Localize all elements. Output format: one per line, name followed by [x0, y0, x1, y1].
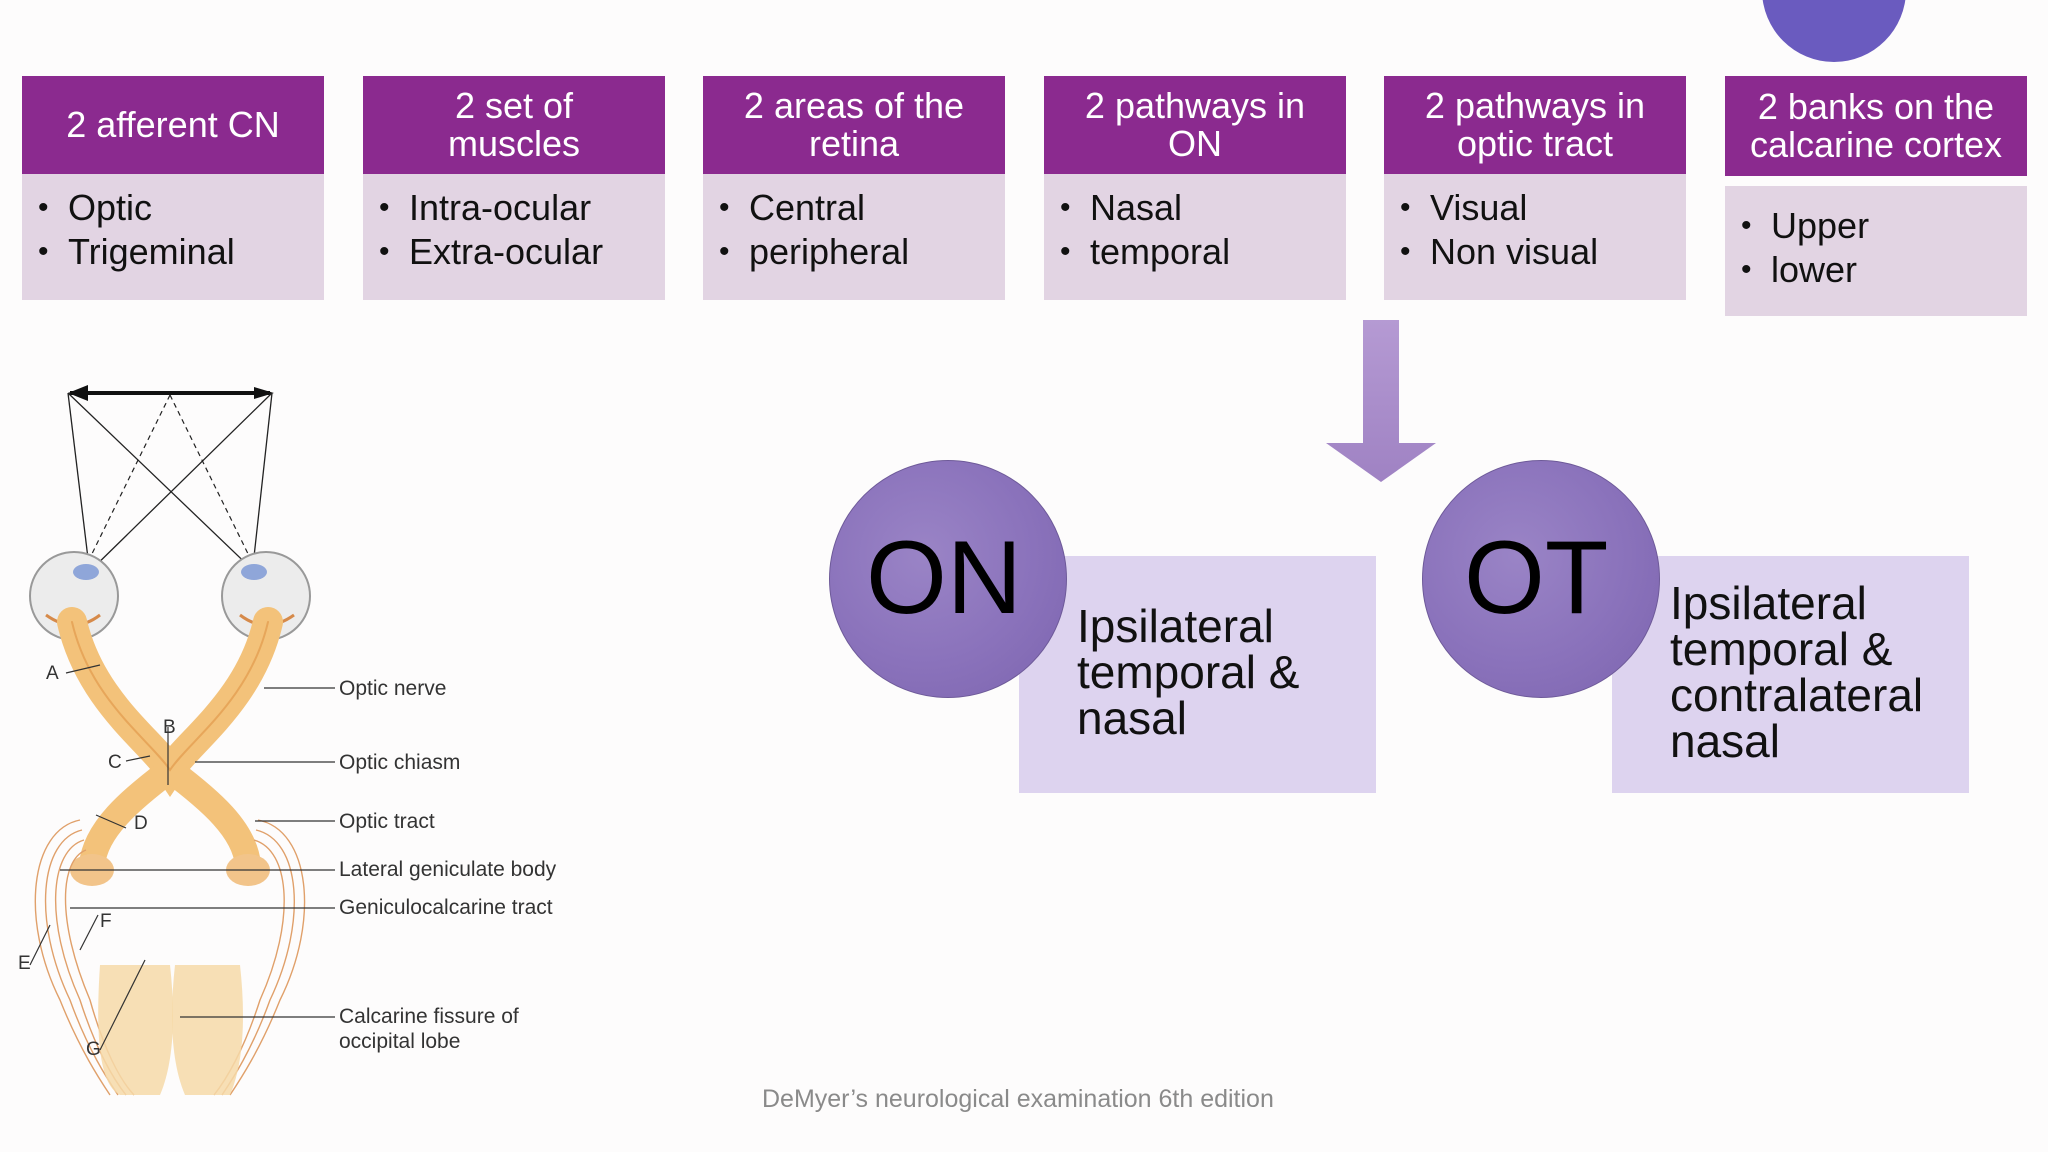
- ot-text-line: Ipsilateral: [1670, 577, 1867, 629]
- card-title-line: 2 areas of the: [743, 85, 965, 126]
- down-arrow-icon: [1326, 320, 1436, 482]
- visual-pathway-diagram: A B C D E F G Optic nerve Optic chiasm O…: [18, 385, 557, 1096]
- list-item: peripheral: [719, 230, 1005, 274]
- diagram-letter: C: [108, 752, 122, 773]
- diagram-letter: E: [18, 953, 31, 974]
- card-header: 2 afferent CN: [22, 76, 324, 174]
- card-title-line: retina: [808, 123, 900, 164]
- citation: DeMyer’s neurological examination 6th ed…: [762, 1085, 1274, 1113]
- on-disc: [829, 460, 1067, 698]
- card-body: Nasal temporal: [1044, 174, 1346, 300]
- card-header: 2 pathways in optic tract: [1384, 76, 1686, 174]
- card-title-line: 2 set of: [454, 85, 574, 126]
- card-title-line: 2 pathways in: [1424, 85, 1646, 126]
- decorative-corner-circle: [1762, 0, 1906, 62]
- diagram-letter: B: [163, 717, 176, 738]
- card-body: Visual Non visual: [1384, 174, 1686, 300]
- ot-disc-label: OT: [1464, 520, 1609, 636]
- list-item: Central: [719, 186, 1005, 230]
- ot-text-line: temporal &: [1670, 623, 1893, 675]
- card-header: 2 banks on the calcarine cortex: [1725, 76, 2027, 176]
- card-title-line: muscles: [447, 123, 581, 164]
- list-item: Intra-ocular: [379, 186, 665, 230]
- card-header: 2 areas of the retina: [703, 76, 1005, 174]
- diagram-letter: G: [86, 1039, 101, 1060]
- card-body: Central peripheral: [703, 174, 1005, 300]
- card-title-line: 2 pathways in: [1084, 85, 1306, 126]
- card-header: 2 set of muscles: [363, 76, 665, 174]
- list-item: Upper: [1741, 204, 2027, 248]
- ot-description-box: Ipsilateral temporal & contralateral nas…: [1612, 556, 1969, 793]
- label-optic-chiasm: Optic chiasm: [339, 751, 460, 774]
- card-body: Optic Trigeminal: [22, 174, 324, 300]
- card-title-line: 2 banks on the: [1757, 86, 1995, 127]
- on-text-line: temporal &: [1077, 646, 1300, 698]
- diagram-letter: A: [46, 663, 59, 684]
- card-title-line: calcarine cortex: [1749, 124, 2003, 165]
- label-optic-tract: Optic tract: [339, 810, 435, 833]
- on-description-box: Ipsilateral temporal & nasal: [1019, 556, 1376, 793]
- list-item: Visual: [1400, 186, 1686, 230]
- list-item: Trigeminal: [38, 230, 324, 274]
- card-body: Upper lower: [1725, 186, 2027, 316]
- list-item: temporal: [1060, 230, 1346, 274]
- card-body: Intra-ocular Extra-ocular: [363, 174, 665, 300]
- list-item: Nasal: [1060, 186, 1346, 230]
- label-geniculocalcarine-tract: Geniculocalcarine tract: [339, 896, 553, 919]
- on-text-line: Ipsilateral: [1077, 600, 1274, 652]
- list-item: lower: [1741, 248, 2027, 292]
- label-lateral-geniculate-body: Lateral geniculate body: [339, 858, 557, 881]
- card-on-pathways: 2 pathways in ON Nasal temporal: [1044, 76, 1346, 300]
- list-item: Non visual: [1400, 230, 1686, 274]
- card-retina-areas: 2 areas of the retina Central peripheral: [703, 76, 1005, 300]
- card-title-line: optic tract: [1456, 123, 1614, 164]
- label-occipital-lobe: occipital lobe: [339, 1030, 460, 1053]
- card-optic-tract-pathways: 2 pathways in optic tract Visual Non vis…: [1384, 76, 1686, 300]
- list-item: Optic: [38, 186, 324, 230]
- ot-disc: [1422, 460, 1660, 698]
- on-text-line: nasal: [1077, 692, 1187, 744]
- ot-text-line: contralateral: [1670, 669, 1924, 721]
- card-afferent-cn: 2 afferent CN Optic Trigeminal: [22, 76, 324, 300]
- ot-text-line: nasal: [1670, 715, 1780, 767]
- card-title-line: ON: [1167, 123, 1222, 164]
- on-disc-label: ON: [866, 520, 1022, 636]
- label-optic-nerve: Optic nerve: [339, 677, 446, 700]
- card-calcarine-banks: 2 banks on the calcarine cortex Upper lo…: [1725, 76, 2027, 316]
- card-muscles: 2 set of muscles Intra-ocular Extra-ocul…: [363, 76, 665, 300]
- list-item: Extra-ocular: [379, 230, 665, 274]
- card-title-line: 2 afferent CN: [66, 104, 280, 145]
- card-header: 2 pathways in ON: [1044, 76, 1346, 174]
- label-calcarine-fissure: Calcarine fissure of: [339, 1005, 519, 1028]
- diagram-letter: D: [134, 813, 148, 834]
- diagram-letter: F: [100, 911, 112, 932]
